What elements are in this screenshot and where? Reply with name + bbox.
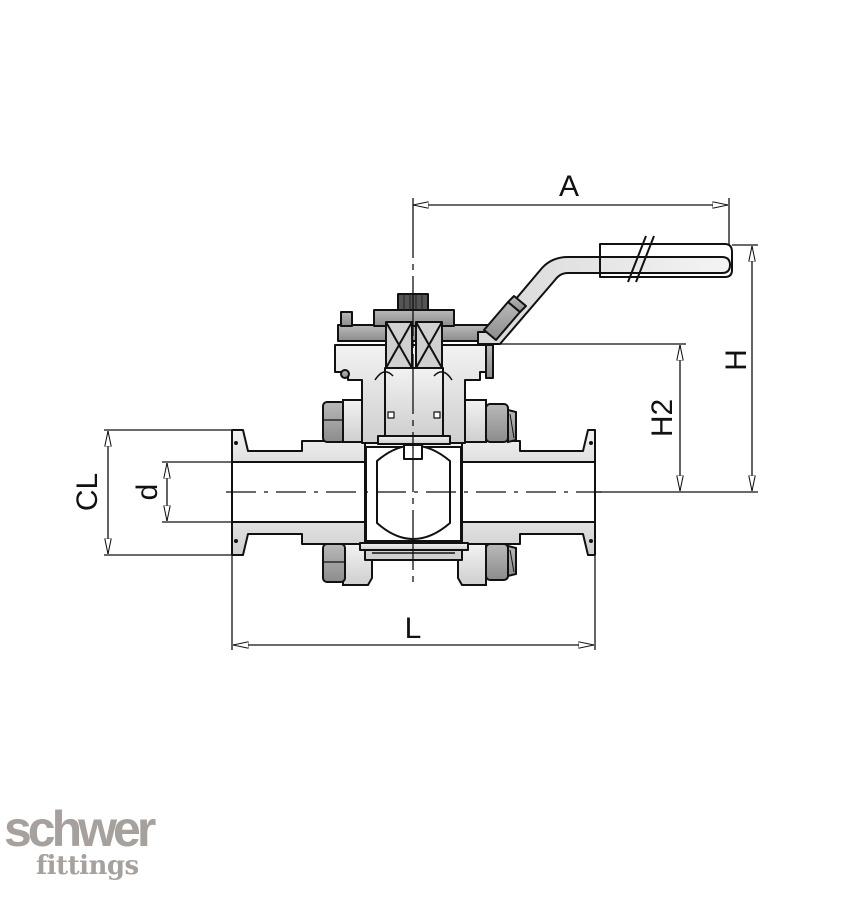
nut-upper-left	[322, 401, 346, 443]
logo-sub-text: fittings	[36, 851, 139, 881]
dimension-lines	[104, 198, 758, 650]
center-body	[359, 442, 469, 561]
dimension-labels: A H H2 L CL d	[71, 170, 753, 645]
center-lines	[226, 198, 602, 585]
label-L: L	[405, 612, 422, 645]
stem	[384, 367, 444, 437]
label-A: A	[559, 170, 579, 203]
handle	[477, 235, 733, 345]
logo-brand-text: schwer	[4, 801, 156, 857]
brand-logo: schwer fittings	[4, 801, 156, 881]
label-d: d	[131, 484, 164, 501]
nut-lower-right	[485, 543, 509, 581]
stem-assembly	[334, 293, 494, 445]
ball	[376, 444, 451, 540]
handle-grip	[599, 243, 733, 278]
nut-lower-left	[322, 543, 346, 583]
label-CL: CL	[71, 473, 104, 511]
label-H: H	[720, 349, 753, 371]
label-H2: H2	[646, 399, 679, 437]
handle-bar	[477, 256, 731, 345]
nut-upper-right	[485, 403, 509, 443]
